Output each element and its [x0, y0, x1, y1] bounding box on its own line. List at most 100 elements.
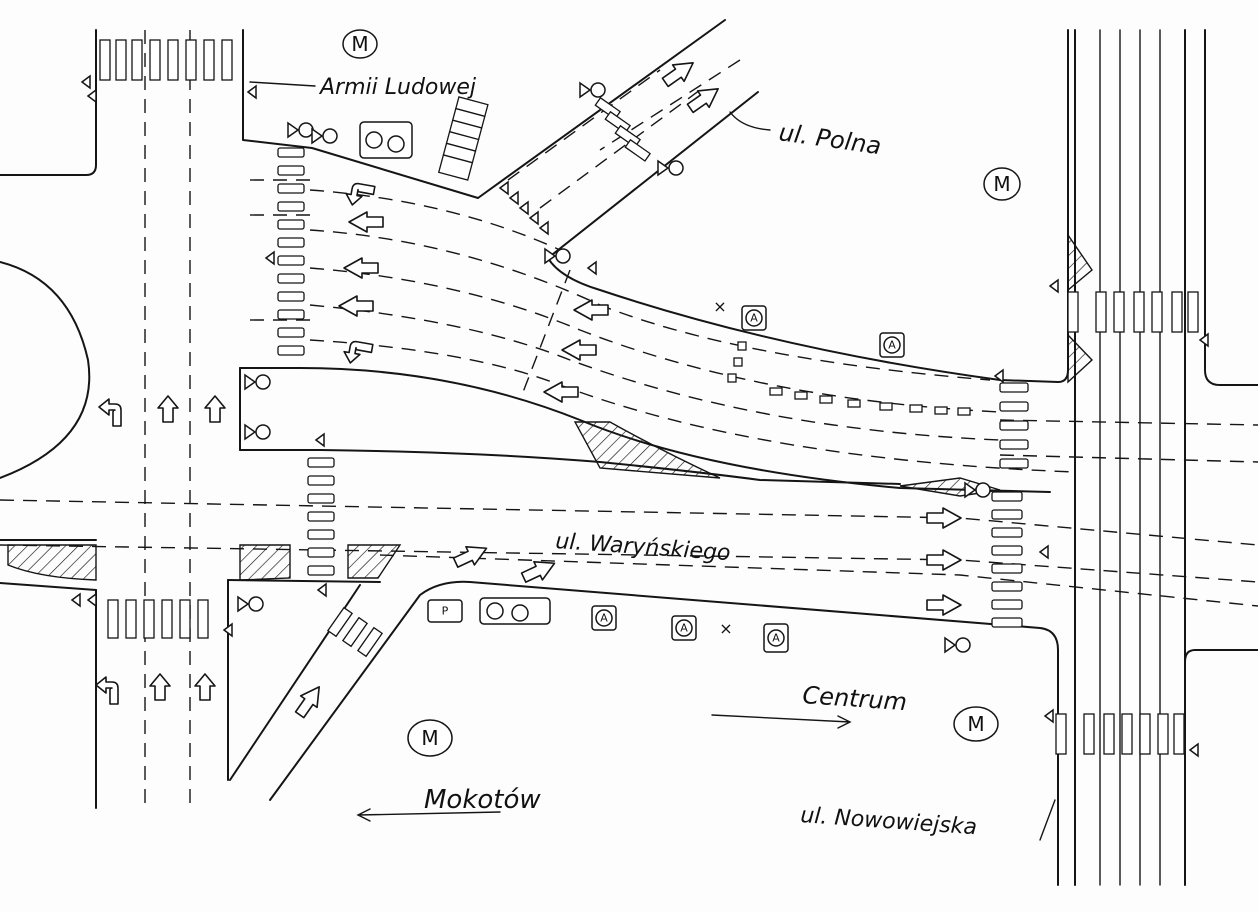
- crosswalk-north: [99, 39, 233, 81]
- lane-arrow-left: [348, 211, 384, 233]
- lane-arrow-turn: [341, 339, 374, 367]
- sign-letter: A: [750, 312, 758, 325]
- crosswalk-nowowiejska-south: [1055, 713, 1185, 755]
- crosswalk-stripe: [991, 491, 1023, 502]
- crosswalk-stripe: [1151, 291, 1163, 333]
- traffic-signal: [657, 160, 684, 176]
- direction-label-mokotow: Mokotów: [424, 785, 541, 815]
- crosswalk-stripe: [307, 511, 335, 522]
- stop-dot: [819, 395, 833, 404]
- lane-arrow-right: [658, 53, 700, 92]
- curb-line: [1184, 649, 1258, 663]
- bus-stop-sign: A: [591, 605, 617, 631]
- crosswalk-stripe: [1113, 291, 1125, 333]
- crosswalk-stripe: [277, 345, 305, 356]
- crosswalk-stripe: [179, 599, 191, 639]
- lane-marking: [309, 189, 561, 251]
- direction-arrow-centrum: [711, 714, 852, 729]
- crosswalk-stripe: [277, 147, 305, 158]
- crosswalk-stripe: [356, 626, 384, 658]
- stop-line-dots: [727, 341, 971, 416]
- crosswalk-south-west: [107, 599, 209, 639]
- stop-dot: [727, 373, 737, 383]
- stop-dot: [934, 406, 948, 415]
- crosswalk-stripe: [277, 291, 305, 302]
- crosswalk-stripe: [999, 439, 1029, 450]
- lane-arrow-straight: [194, 673, 216, 701]
- sign-letter: A: [680, 622, 688, 635]
- crosswalk-stripe: [1187, 291, 1199, 333]
- lane-marking: [0, 544, 1258, 583]
- metro-symbol: M: [407, 719, 453, 757]
- label-leader: [249, 81, 316, 87]
- crosswalk-east: [991, 382, 1029, 628]
- metro-letter: M: [993, 172, 1010, 196]
- traffic-signal: [311, 128, 338, 144]
- lane-arrow-right: [926, 594, 962, 616]
- lane-marking: [309, 267, 1001, 413]
- curb-line: [0, 582, 97, 591]
- lane-marking: [519, 269, 571, 401]
- crosswalk-stripe: [991, 509, 1023, 520]
- crosswalk-stripe: [999, 458, 1029, 469]
- crosswalk-stripe: [991, 599, 1023, 610]
- hatched-area: [1067, 333, 1094, 384]
- crosswalk-stripe: [991, 545, 1023, 556]
- crosswalk-stripe: [999, 382, 1029, 393]
- stop-dot: [769, 387, 783, 396]
- crosswalk-stripe: [326, 606, 354, 638]
- crosswalk-nowowiejska-north: [1067, 291, 1199, 333]
- curb-line: [547, 91, 759, 259]
- roundabout-edge: [0, 261, 91, 479]
- crosswalk-stripe: [624, 138, 652, 162]
- traffic-signal: [544, 248, 571, 264]
- stop-dot: [733, 357, 743, 367]
- sign-letter: A: [772, 632, 780, 645]
- stop-dot: [879, 402, 893, 411]
- lane-arrow-straight: [157, 395, 179, 423]
- lane-marking: [999, 454, 1258, 463]
- bus-stop-sign: A: [671, 615, 697, 641]
- crosswalk-stripe: [991, 563, 1023, 574]
- crosswalk-stripe: [221, 39, 233, 81]
- crosswalk-stripe: [1083, 713, 1095, 755]
- crosswalk-stripe: [203, 39, 215, 81]
- hatched-area: [7, 544, 97, 581]
- crosswalk-stripe: [991, 527, 1023, 538]
- stop-dot: [794, 391, 808, 400]
- lane-arrow-right: [290, 680, 329, 722]
- crosswalk-stripe: [277, 237, 305, 248]
- crosswalk-stripe: [107, 599, 119, 639]
- crosswalk-stripe: [1157, 713, 1169, 755]
- median-line: [239, 367, 1051, 493]
- metro-letter: M: [421, 726, 438, 750]
- crosswalk-stripe: [1067, 291, 1079, 333]
- traffic-signal: [244, 374, 271, 390]
- lane-marking: [999, 419, 1258, 426]
- lane-arrow-turn-left: [95, 676, 119, 705]
- lane-arrow-right: [518, 553, 560, 588]
- stop-marker: ×: [719, 619, 732, 638]
- crosswalk-stripe: [143, 599, 155, 639]
- crosswalk-stripe: [307, 529, 335, 540]
- crosswalk-stripe: [307, 565, 335, 576]
- pedestrian-signals: [70, 74, 1209, 758]
- lane-marking: [539, 89, 701, 209]
- crosswalk-stripe: [99, 39, 111, 81]
- crosswalk-stripe: [999, 420, 1029, 431]
- crosswalk-slip-road: [326, 606, 384, 658]
- crosswalk-west-lower: [307, 457, 335, 576]
- lane-arrow-right: [926, 549, 962, 571]
- direction-arrow-mokotow: [356, 808, 501, 822]
- lane-arrow-turn-left: [98, 398, 122, 427]
- street-label-armii-ludowej: Armii Ludowej: [318, 75, 477, 100]
- bus-stop-triangles: [498, 180, 549, 236]
- bus-stop-sign: A: [741, 305, 767, 331]
- curb-line: [227, 579, 381, 583]
- metro-symbol: M: [983, 167, 1021, 201]
- traffic-signal: [237, 596, 264, 612]
- bus-stop-sign: A: [763, 623, 789, 653]
- lane-arrow-left: [338, 295, 374, 317]
- sign-letter: P: [442, 605, 449, 618]
